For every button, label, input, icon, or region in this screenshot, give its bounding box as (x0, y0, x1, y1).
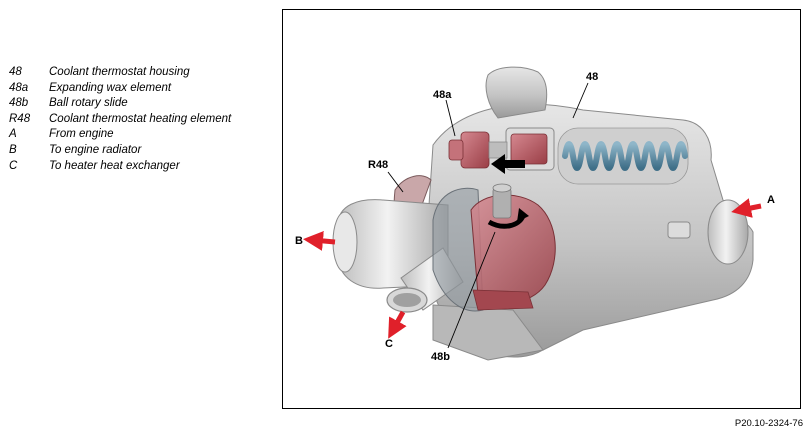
legend-description: Coolant thermostat heating element (49, 112, 232, 125)
figure-reference: P20.10-2324-76 (734, 418, 803, 429)
legend-key: B (9, 143, 17, 156)
legend-key: 48a (9, 81, 29, 94)
rotary-motion-arrowhead (517, 208, 529, 222)
flow-arrow-b (303, 230, 336, 251)
callout-a: A (767, 194, 775, 206)
legend-item: B To engine radiator (9, 143, 269, 159)
legend-key: R48 (9, 112, 31, 125)
flow-arrow-a (731, 198, 762, 218)
legend-item: 48a Expanding wax element (9, 81, 269, 97)
thermostat-illustration: 48 48a R48 48b A B C (295, 66, 775, 363)
callout-b: B (295, 235, 303, 247)
thermostat-spring (557, 127, 689, 185)
legend-item: A From engine (9, 127, 269, 143)
legend-description: To engine radiator (49, 143, 142, 156)
callout-c: C (385, 338, 393, 350)
legend-key: C (9, 159, 18, 172)
wax-element-motion-arrow (491, 154, 525, 174)
legend-item: R48 Coolant thermostat heating element (9, 112, 269, 128)
legend-description: To heater heat exchanger (49, 159, 180, 172)
callout-48b: 48b (431, 351, 450, 363)
legend-item: 48 Coolant thermostat housing (9, 65, 269, 81)
legend-item: 48b Ball rotary slide (9, 96, 269, 112)
legend-key: A (9, 128, 17, 141)
figure-frame: 48 48a R48 48b A B C (282, 9, 801, 409)
leader-lines (387, 82, 589, 349)
legend-description: From engine (49, 128, 114, 141)
legend-description: Expanding wax element (49, 81, 172, 94)
legend-item: C To heater heat exchanger (9, 159, 269, 175)
callout-r48: R48 (368, 159, 388, 171)
legend-description: Coolant thermostat housing (49, 66, 190, 78)
legend-key: 48b (9, 97, 29, 110)
legend-key: 48 (9, 66, 22, 78)
callout-48a: 48a (433, 89, 452, 101)
expanding-wax-element (448, 127, 555, 171)
legend-description: Ball rotary slide (49, 97, 128, 110)
legend-list: 48 Coolant thermostat housing 48a Expand… (9, 65, 269, 174)
flow-arrow-c (388, 310, 407, 339)
callout-48: 48 (586, 71, 598, 83)
